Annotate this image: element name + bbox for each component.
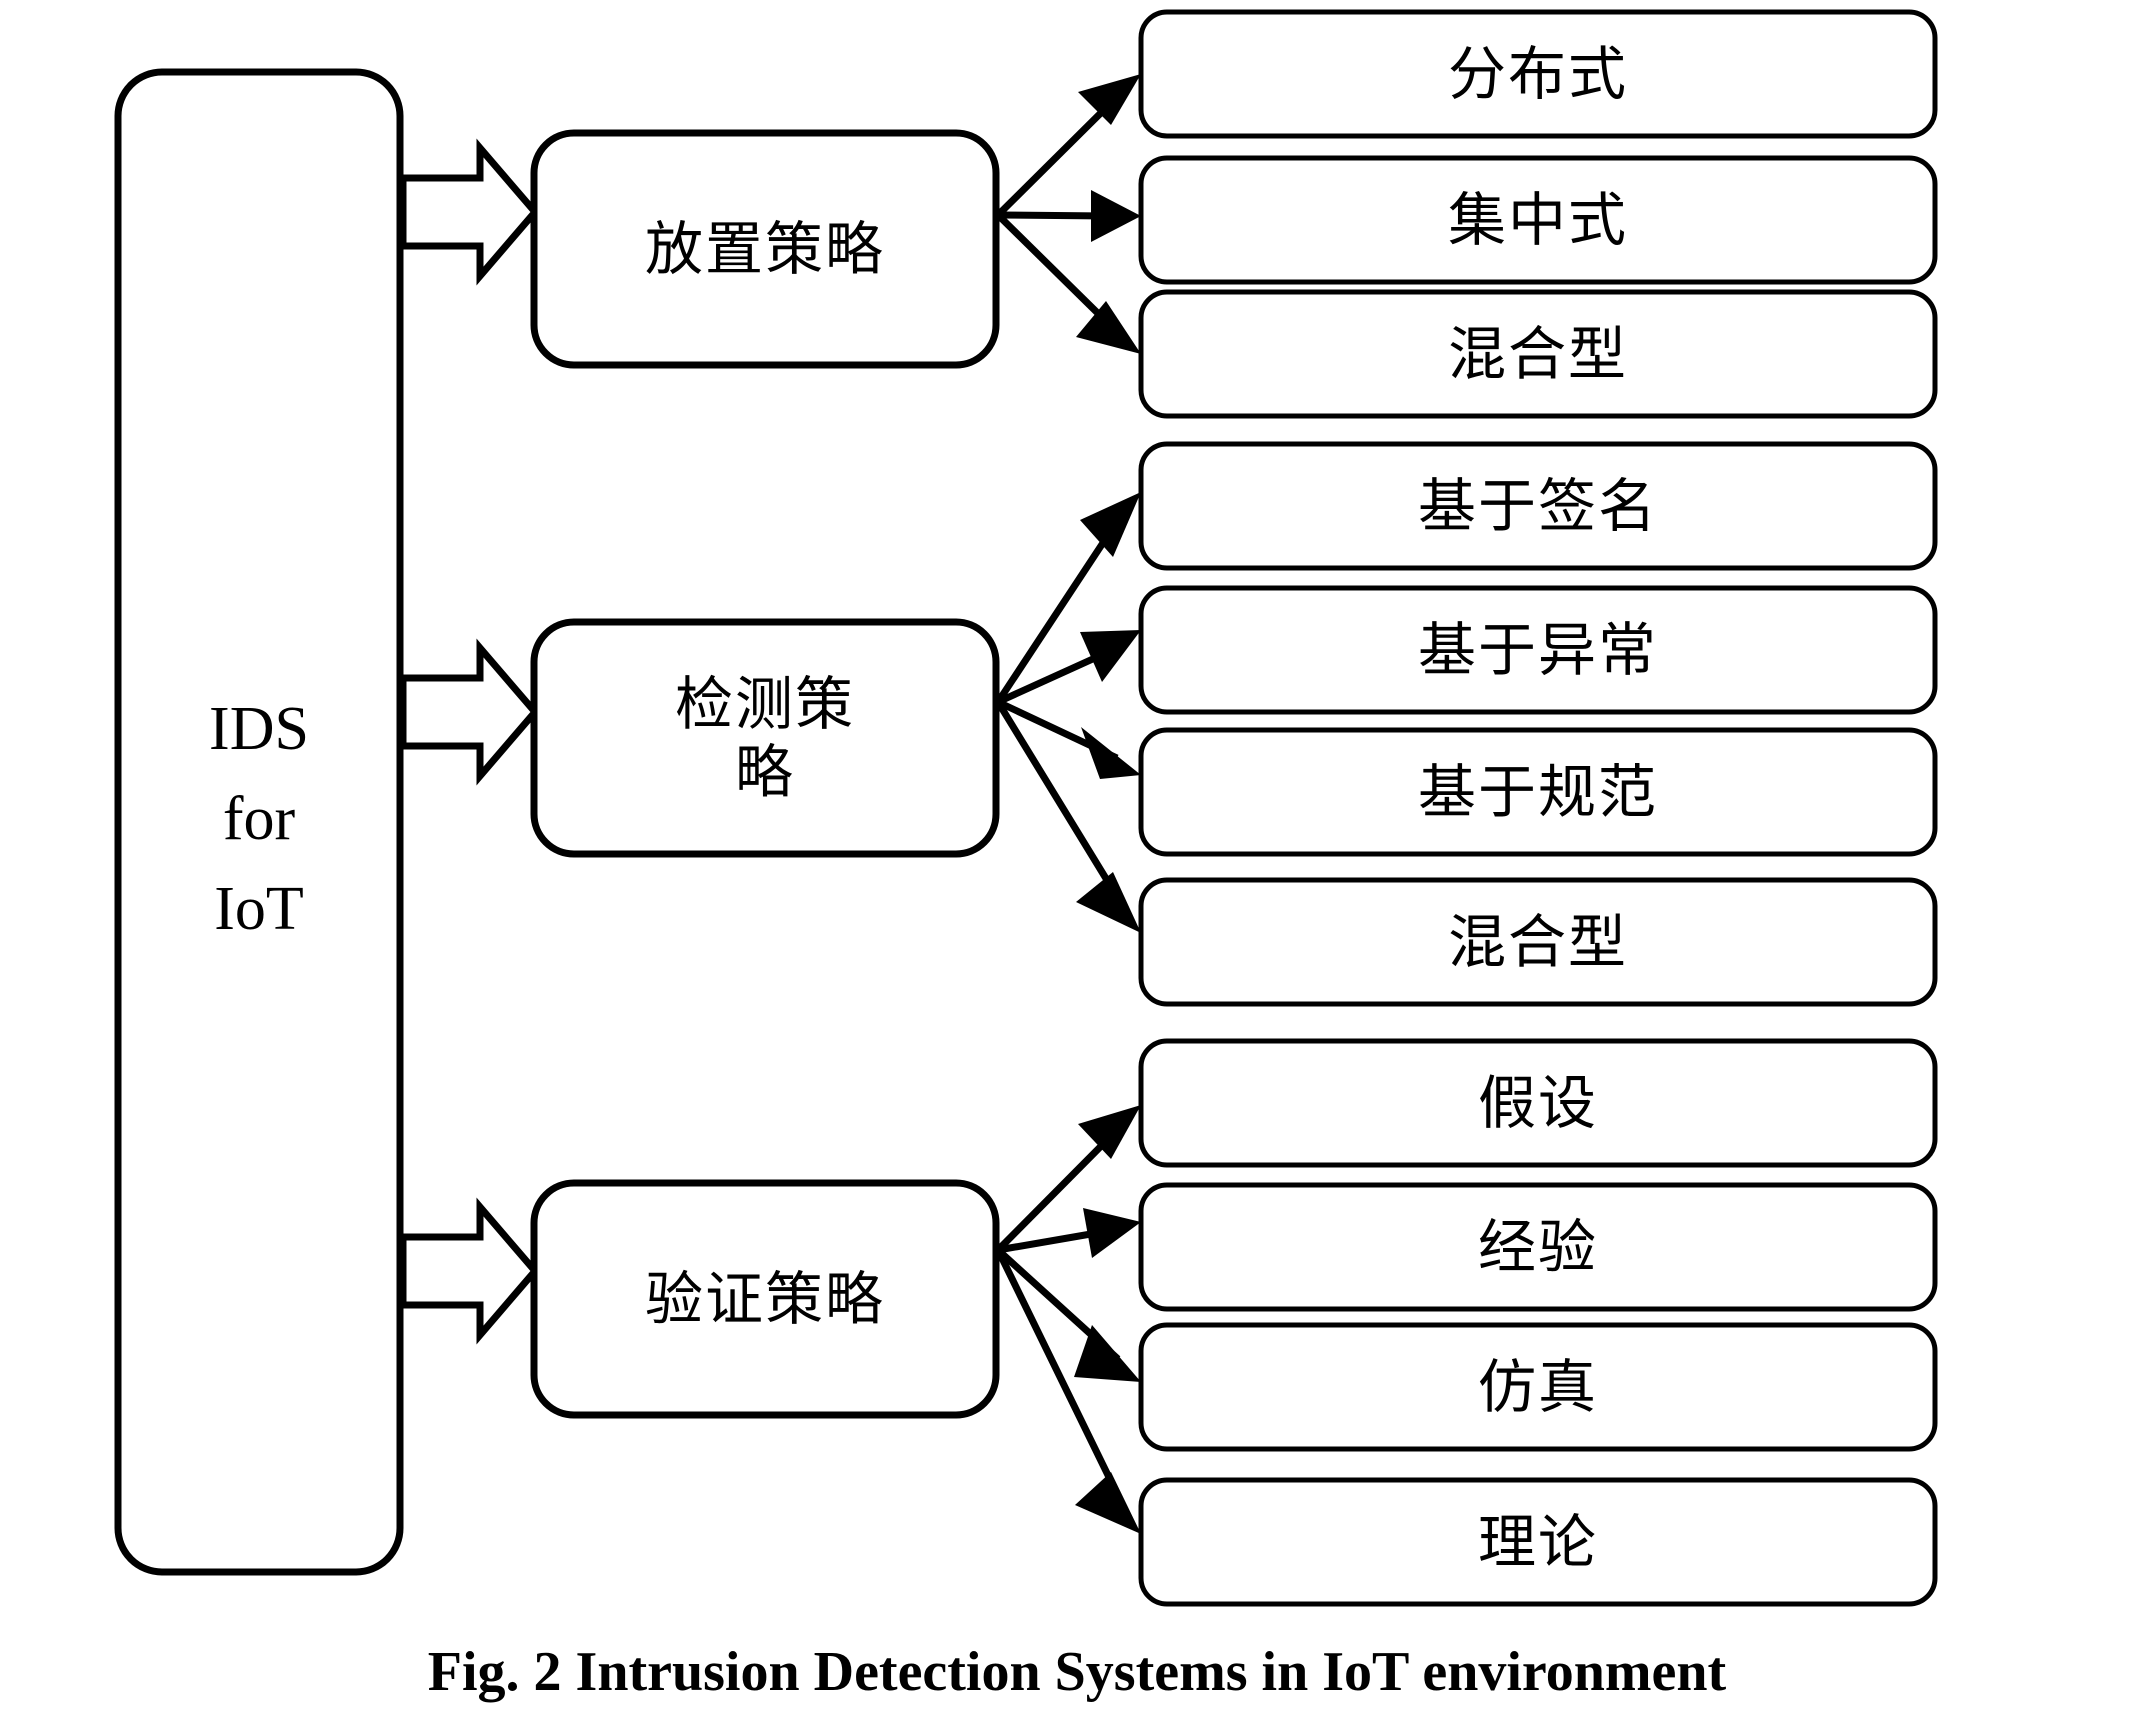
connector-detection-signature — [995, 512, 1125, 704]
node-simulation[interactable] — [1138, 1322, 1938, 1452]
block-arrow-to-validation — [399, 1197, 540, 1345]
arrow-head-detection-specification — [1081, 727, 1141, 779]
arrow-head-detection-anomaly — [1080, 630, 1141, 682]
connector-placement-centralized — [997, 211, 1109, 220]
block-arrow-to-detection — [399, 638, 540, 786]
arrow-head-validation-simulation — [1074, 1325, 1141, 1382]
node-centralized[interactable] — [1138, 155, 1938, 285]
arrow-head-validation-theoretical — [1075, 1472, 1141, 1534]
node-placement-strategy[interactable] — [530, 129, 1000, 369]
arrow-head-detection-signature — [1080, 492, 1141, 557]
node-distributed[interactable] — [1138, 9, 1938, 139]
figure-caption: Fig. 2 Intrusion Detection Systems in Io… — [427, 1641, 1727, 1703]
node-signature-based[interactable] — [1138, 441, 1938, 571]
node-validation-strategy[interactable] — [530, 1179, 1000, 1419]
node-hybrid-detection[interactable] — [1138, 877, 1938, 1007]
node-hypothesis[interactable] — [1138, 1038, 1938, 1168]
arrow-head-detection-hybrid — [1076, 872, 1141, 933]
node-empirical[interactable] — [1138, 1182, 1938, 1312]
arrow-head-placement-hybrid — [1076, 301, 1141, 354]
node-anomaly-based[interactable] — [1138, 585, 1938, 715]
node-ids-for-iot[interactable] — [114, 68, 404, 1576]
node-theoretical[interactable] — [1138, 1477, 1938, 1607]
block-arrow-to-placement — [399, 138, 540, 286]
arrow-head-placement-distributed — [1078, 74, 1141, 125]
node-hybrid-placement[interactable] — [1138, 289, 1938, 419]
arrow-head-validation-empirical — [1083, 1208, 1141, 1258]
arrow-head-validation-hypothesis — [1078, 1105, 1141, 1159]
arrow-head-placement-centralized — [1091, 190, 1141, 242]
connector-detection-hybrid — [995, 700, 1127, 910]
node-specification-based[interactable] — [1138, 727, 1938, 857]
node-detection-strategy[interactable] — [530, 618, 1000, 858]
connector-validation-theoretical — [994, 1248, 1128, 1510]
